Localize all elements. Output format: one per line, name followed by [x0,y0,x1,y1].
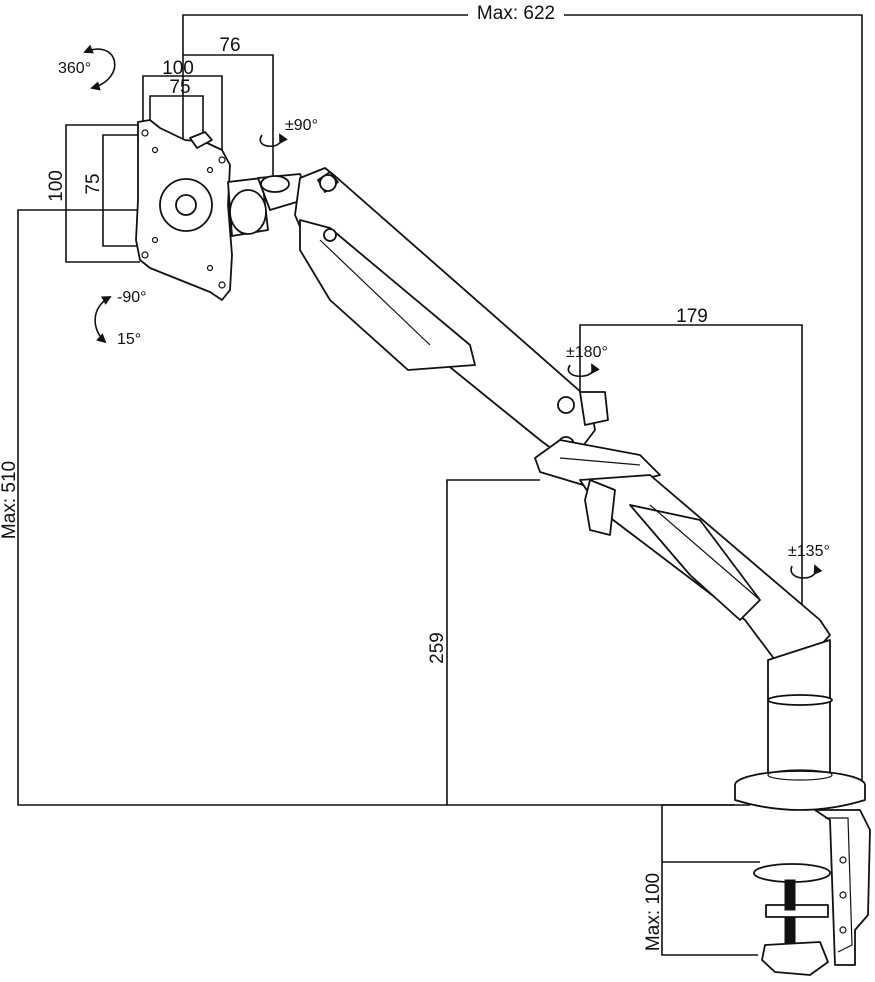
vesa75-v-dim-line [102,134,150,247]
pole-height-dim-line [446,479,540,805]
clamp-max-dim-line [661,804,758,956]
tilt-offset-label: 76 [219,35,240,56]
rotation-arrow-icon [790,564,823,579]
rotation-arrow-icon [567,363,600,377]
pole-base [734,639,866,811]
elbow-swivel-label: ±180° [566,344,608,361]
tilt-joint [227,173,311,237]
curved-arrow-icon [94,296,112,344]
base-swivel-label: ±135° [788,543,830,560]
vesa75-h-label: 75 [169,77,190,98]
plate-rotation-label: 360° [58,60,91,77]
tilt-offset-dim-line [183,54,274,185]
vesa-plate [135,119,233,301]
rotation-arrow-icon [83,44,116,91]
vesa75-v-label: 75 [83,173,104,194]
max-height-dim-line [17,209,735,806]
tilt-down-label: 15° [117,331,141,348]
max-height-label: Max: 510 [0,461,20,539]
vesa75-h-dim-line [149,95,204,140]
vesa100-v-label: 100 [46,170,67,202]
tilt-up-label: -90° [117,289,147,306]
rotation-arrows [83,44,823,579]
lower-arm-label: 179 [676,306,708,327]
desk-clamp [753,809,871,976]
max-reach-label: Max: 622 [477,3,555,24]
upper-arm [294,167,596,456]
vesa100-h-label: 100 [162,58,194,79]
vesa100-h-dim-line [142,75,223,150]
clamp-max-label: Max: 100 [643,873,664,951]
plate-swivel-label: ±90° [285,117,318,134]
lower-arm [579,474,831,669]
rotation-arrow-icon [259,133,288,147]
lower-arm-dim-line [579,324,803,640]
pole-height-label: 259 [427,632,448,664]
vesa100-v-dim-line [65,124,140,263]
